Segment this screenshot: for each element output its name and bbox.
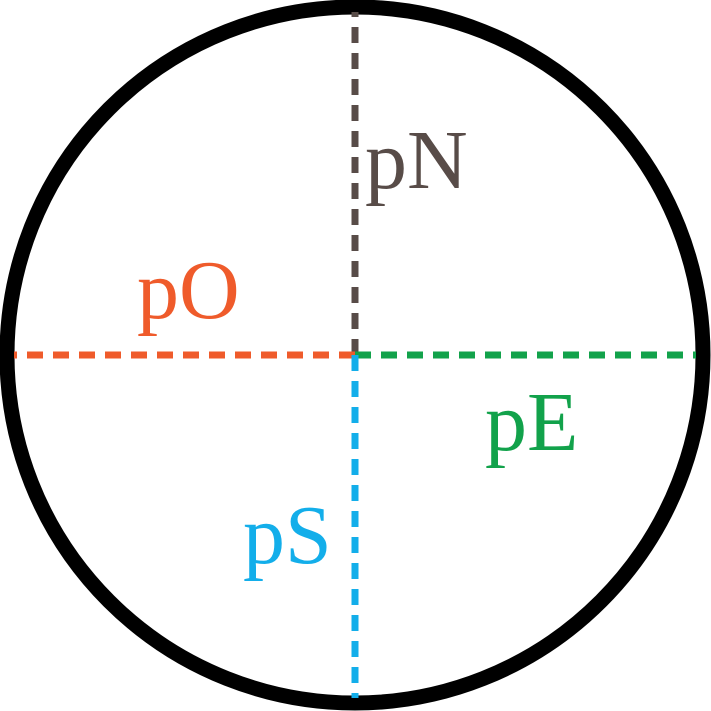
label-west: pO xyxy=(137,244,240,337)
label-north: pN xyxy=(365,114,468,207)
label-east: pE xyxy=(485,376,578,469)
label-south: pS xyxy=(243,489,332,582)
